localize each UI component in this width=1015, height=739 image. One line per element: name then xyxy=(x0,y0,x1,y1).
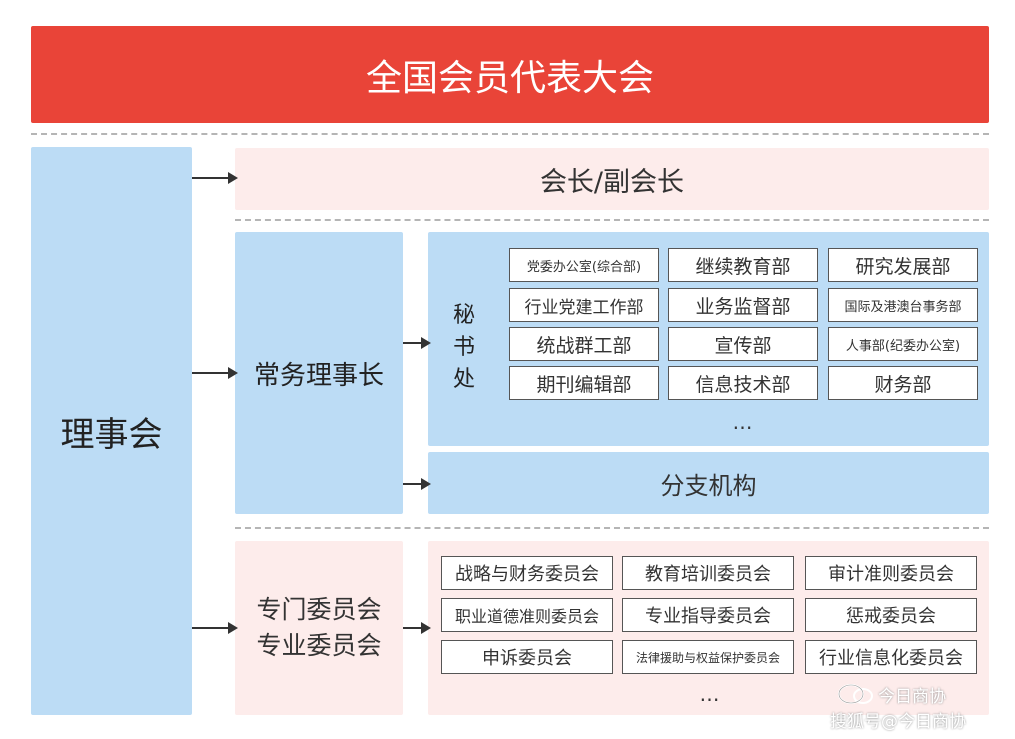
council-box: 理事会 xyxy=(31,147,192,715)
department-box: 继续教育部 xyxy=(668,248,818,282)
department-box: 宣传部 xyxy=(668,327,818,361)
committee-item: 专业指导委员会 xyxy=(622,598,794,632)
secretariat-more: … xyxy=(732,410,754,434)
president-box: 会长/副会长 xyxy=(235,148,989,210)
arrow-council-to-committees xyxy=(192,622,238,634)
department-box: 财务部 xyxy=(828,366,978,400)
watermark-line2: 搜狐号@今日商协 xyxy=(830,712,966,732)
committee-more: … xyxy=(699,682,721,706)
department-box: 国际及港澳台事务部 xyxy=(828,288,978,322)
secretariat-label: 秘 书 处 xyxy=(449,300,479,396)
department-box: 人事部(纪委办公室) xyxy=(828,327,978,361)
committee-item: 申诉委员会 xyxy=(441,640,613,674)
secretariat-label-char: 秘 xyxy=(452,303,475,328)
arrow-standing-to-secretariat xyxy=(403,337,431,349)
department-box: 统战群工部 xyxy=(509,327,659,361)
department-box: 业务监督部 xyxy=(668,288,818,322)
general-assembly-banner: 全国会员代表大会 xyxy=(31,26,989,123)
standing-director-box: 常务理事长 xyxy=(235,232,403,514)
branches-box: 分支机构 xyxy=(428,452,989,514)
arrow-standing-to-branches xyxy=(403,478,431,490)
department-box: 信息技术部 xyxy=(668,366,818,400)
arrow-council-to-president xyxy=(192,172,238,184)
committee-item: 职业道德准则委员会 xyxy=(441,598,613,632)
committee-item: 审计准则委员会 xyxy=(805,556,977,590)
committee-item: 战略与财务委员会 xyxy=(441,556,613,590)
secretariat-label-char: 处 xyxy=(452,367,475,392)
arrow-council-to-standing xyxy=(192,367,238,379)
committees-box: 专门委员会 专业委员会 xyxy=(235,541,403,715)
chat-bubble-icon xyxy=(838,684,873,704)
committee-item: 法律援助与权益保护委员会 xyxy=(622,640,794,674)
watermark-line1: 今日商协 xyxy=(878,687,946,707)
department-box: 期刊编辑部 xyxy=(509,366,659,400)
committee-item: 惩戒委员会 xyxy=(805,598,977,632)
separator-1 xyxy=(31,133,989,135)
department-box: 研究发展部 xyxy=(828,248,978,282)
committee-label-line: 专门委员会 xyxy=(256,595,382,624)
separator-2 xyxy=(235,219,989,221)
department-box: 党委办公室(综合部) xyxy=(509,248,659,282)
separator-3 xyxy=(235,527,989,529)
committee-item: 行业信息化委员会 xyxy=(805,640,977,674)
committee-label-line: 专业委员会 xyxy=(256,631,382,660)
arrow-committees-to-list xyxy=(403,622,431,634)
secretariat-label-char: 书 xyxy=(452,335,475,360)
department-box: 行业党建工作部 xyxy=(509,288,659,322)
committee-item: 教育培训委员会 xyxy=(622,556,794,590)
